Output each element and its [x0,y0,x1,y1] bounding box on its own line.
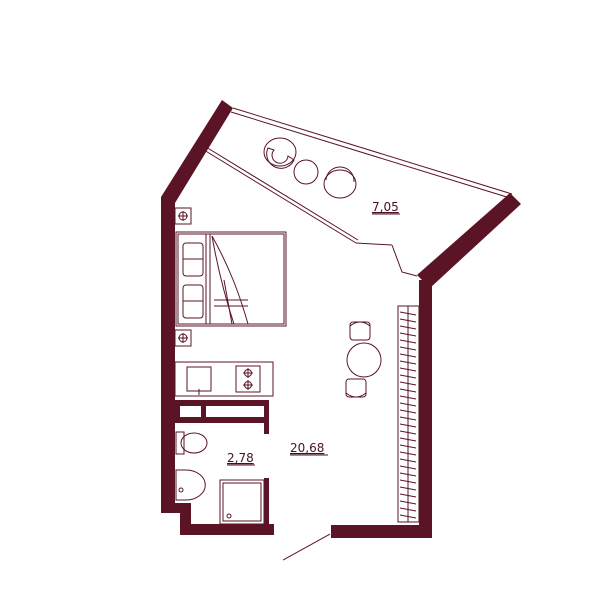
wardrobe-hanger [399,493,417,498]
wardrobe-hanger [399,451,417,456]
toilet-icon [175,431,208,455]
entrance-door-line [282,533,331,561]
wardrobe-hanger [399,311,417,316]
washbasin-icon [175,469,206,501]
cooktop-icon [235,365,261,393]
balcony-door-leaf [391,244,403,273]
area-label-living: 20,68 [290,441,324,455]
wall-left [161,197,175,513]
balcony-glazing [203,149,357,244]
wardrobe-hanger [399,479,417,484]
wardrobe-hanger [399,318,417,323]
shower-icon [219,479,265,525]
wardrobe-hanger [399,388,417,393]
balcony [203,107,513,277]
wardrobe-hanger [399,507,417,512]
wardrobe-hanger [399,500,417,505]
area-label-balcony: 7,05 [372,200,399,214]
wall-bottom-left [161,503,191,513]
wall-diagonal-upper-left [161,100,233,203]
wardrobe-hanger [399,437,417,442]
wardrobe-hanger [399,381,417,386]
wardrobe-hanger [399,360,417,365]
wall-bottom-bath [180,524,274,535]
wardrobe-hanger [399,332,417,337]
dining-chair-top-icon [349,321,371,341]
wardrobe-hanger [399,339,417,344]
wall-bottom-right [331,525,432,538]
wall-right [419,280,432,538]
exterior-walls [161,100,521,538]
nightstand-top-icon [174,207,192,225]
wardrobe-hanger [399,402,417,407]
balcony-chair-left-icon [263,137,297,169]
dining-set [345,321,382,398]
balcony-rail-top-inner [230,111,511,199]
wall-diagonal-right [417,193,521,288]
sink-icon [186,366,212,392]
wardrobe-hanger [399,374,417,379]
nightstand-bottom-icon [174,329,192,347]
wardrobe-hanger [399,353,417,358]
wardrobe-hanger [399,486,417,491]
wardrobe-icon [397,305,420,523]
bed-icon [175,231,287,327]
wardrobe-hanger [399,416,417,421]
wardrobe-hanger [399,325,417,330]
wardrobe-hanger [399,423,417,428]
wardrobe-hanger [399,409,417,414]
kitchen-counter [174,361,274,397]
balcony-door-frame [355,242,393,246]
dining-table-icon [346,342,382,378]
balcony-rail-top [232,107,513,195]
wardrobe-hanger [399,444,417,449]
dining-chair-bottom-icon [345,378,367,398]
wardrobe-hanger [399,346,417,351]
wardrobe-hanger [399,430,417,435]
wardrobe-hanger [399,395,417,400]
wardrobe-hanger [399,367,417,372]
wardrobe-hanger [399,458,417,463]
balcony-table-icon [293,159,319,185]
bathroom-walls [175,400,269,526]
wardrobe-hanger [399,465,417,470]
wardrobe-hanger [399,472,417,477]
balcony-chair-right-icon [323,166,357,199]
wall-notch-vertical [180,503,191,535]
wardrobe-hanger [399,514,417,519]
area-label-bathroom: 2,78 [227,451,254,465]
